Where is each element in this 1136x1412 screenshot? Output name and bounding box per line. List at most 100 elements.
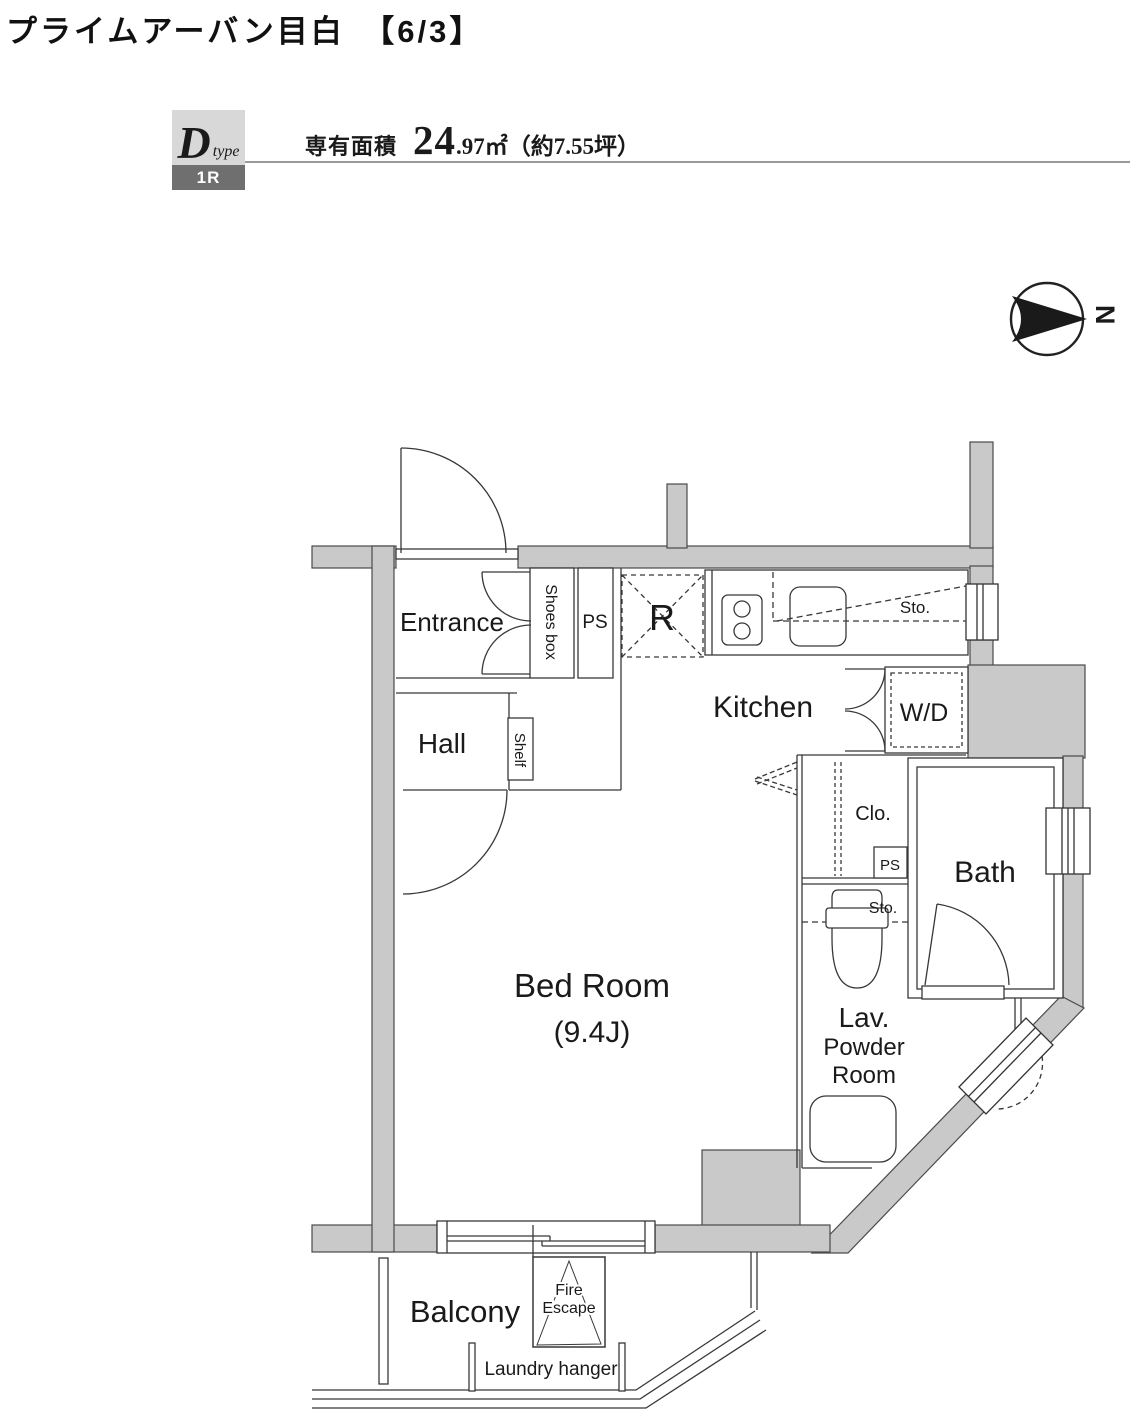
washer-dryer-box bbox=[884, 666, 969, 754]
closet-hanger-dashes bbox=[834, 762, 842, 876]
shoes-door-arc-bottom bbox=[481, 624, 532, 675]
label-shelf: Shelf bbox=[511, 733, 528, 768]
kitchen-window bbox=[965, 583, 999, 641]
label-lav-1: Lav. bbox=[839, 1002, 890, 1033]
balcony-area bbox=[312, 1220, 767, 1409]
label-closet: Clo. bbox=[855, 803, 891, 825]
diagonal-window-frame bbox=[958, 1017, 1054, 1115]
diagonal-window-pane-1 bbox=[967, 1026, 1037, 1098]
closet-lavatory-area bbox=[754, 754, 966, 1169]
fridge-space bbox=[621, 574, 704, 658]
unit-area: 専有面積 24 .97㎡（約7.55坪） bbox=[305, 116, 640, 164]
chevron-arm-1b bbox=[756, 767, 798, 785]
label-sto-toilet: Sto. bbox=[869, 900, 897, 917]
label-entrance: Entrance bbox=[400, 607, 504, 637]
sliding-door-frame bbox=[436, 1220, 656, 1254]
overhead-storage-diag bbox=[776, 585, 967, 622]
wall-stub-top bbox=[666, 483, 688, 549]
wd-door-arc-top bbox=[844, 668, 886, 710]
north-arrow-icon bbox=[1012, 296, 1087, 342]
chevron-arm-2a bbox=[754, 780, 798, 796]
label-bath: Bath bbox=[954, 856, 1016, 889]
wall-stub-top-right bbox=[969, 441, 994, 549]
windows bbox=[958, 583, 1091, 1115]
bath-window bbox=[1045, 807, 1091, 875]
railing-line-3 bbox=[312, 1329, 767, 1409]
label-ps-upper: PS bbox=[582, 612, 607, 633]
balcony-railing bbox=[312, 1252, 767, 1409]
bath-area bbox=[907, 757, 1064, 1036]
washbasin bbox=[809, 1095, 897, 1163]
railing-line-2 bbox=[312, 1319, 761, 1400]
sliding-door bbox=[436, 1220, 656, 1254]
wall-left bbox=[371, 545, 395, 1253]
washer-dryer-inner bbox=[890, 672, 963, 748]
ps-box-upper bbox=[577, 567, 614, 679]
wall-right-lower bbox=[1062, 755, 1084, 1008]
wall-right-upper-a bbox=[969, 565, 994, 587]
page-title: プライムアーバン目白 【6/3】 bbox=[6, 14, 484, 49]
kitchen-sink bbox=[789, 586, 847, 647]
unit-area-label: 専有面積 bbox=[305, 134, 398, 159]
kitchen-window-frame bbox=[965, 583, 999, 641]
wall-block-lav bbox=[701, 1149, 801, 1229]
compass: N bbox=[1009, 281, 1120, 357]
bath-door-swing-arc bbox=[936, 903, 1010, 986]
shoes-box bbox=[529, 567, 575, 679]
overhead-storage-dashes bbox=[772, 572, 967, 622]
label-bedroom-2: (9.4J) bbox=[554, 1016, 631, 1049]
label-shoes-box: Shoes box bbox=[542, 584, 559, 660]
bath-outer-wall bbox=[907, 757, 1064, 999]
stove-burner-2 bbox=[733, 622, 751, 640]
label-kitchen: Kitchen bbox=[713, 691, 813, 724]
label-ps-lower: PS bbox=[880, 857, 900, 874]
balcony-partition bbox=[378, 1257, 389, 1385]
label-laundry-hanger: Laundry hanger bbox=[484, 1359, 618, 1380]
toilet-tank bbox=[825, 907, 889, 929]
label-bedroom-1: Bed Room bbox=[514, 967, 670, 1004]
chevron-arm-2b bbox=[756, 776, 798, 791]
fire-escape-hatch bbox=[532, 1256, 606, 1348]
entrance-door-swing-arc bbox=[400, 447, 507, 554]
label-lav-3: Room bbox=[832, 1062, 896, 1089]
diagonal-window bbox=[958, 1017, 1054, 1115]
wall-mass-right bbox=[967, 664, 1086, 759]
bath-door-leaf bbox=[924, 903, 938, 986]
label-fire-escape-2: Escape bbox=[542, 1300, 595, 1317]
laundry-post-left bbox=[468, 1342, 476, 1392]
railing-line-1 bbox=[312, 1310, 756, 1391]
diagonal-window-pane-2 bbox=[973, 1032, 1042, 1103]
label-washer-dryer: W/D bbox=[900, 699, 949, 727]
entrance-hall bbox=[395, 447, 622, 895]
entrance-threshold bbox=[395, 548, 519, 560]
shelf-box bbox=[507, 717, 534, 781]
label-fridge: R bbox=[649, 597, 675, 638]
label-sto-kitchen: Sto. bbox=[900, 598, 930, 617]
unit-type-letter: D bbox=[177, 116, 211, 168]
fire-escape-triangle bbox=[536, 1259, 602, 1346]
fridge-cross-2 bbox=[621, 574, 704, 658]
bath-door-threshold bbox=[921, 985, 1005, 1000]
wall-right-upper-b bbox=[969, 639, 994, 668]
label-hall: Hall bbox=[418, 728, 466, 759]
label-lav-2: Powder bbox=[823, 1034, 904, 1061]
kitchen-area bbox=[621, 569, 969, 754]
wall-bottom-right bbox=[654, 1224, 831, 1253]
laundry-post-right bbox=[618, 1342, 626, 1392]
fridge-box bbox=[621, 574, 704, 658]
label-fire-escape-1: Fire bbox=[555, 1282, 583, 1299]
unit-area-value-small: .97㎡（約7.55坪） bbox=[456, 134, 641, 159]
closet-door-chevron bbox=[754, 761, 798, 796]
room-labels: Entrance Shoes box PS R Kitchen Sto. W/D… bbox=[400, 584, 1016, 1380]
wall-top-main bbox=[517, 545, 994, 569]
shoes-door-arc-top bbox=[481, 571, 532, 622]
stove-burner-1 bbox=[733, 600, 751, 618]
label-balcony: Balcony bbox=[410, 1294, 521, 1329]
header-divider bbox=[245, 161, 1130, 163]
wd-door-arc-bottom bbox=[844, 710, 886, 752]
hall-door-swing-arc bbox=[402, 789, 508, 895]
compass-north-label: N bbox=[1090, 305, 1120, 325]
diagonal-window-swing-arc bbox=[995, 1055, 1044, 1110]
